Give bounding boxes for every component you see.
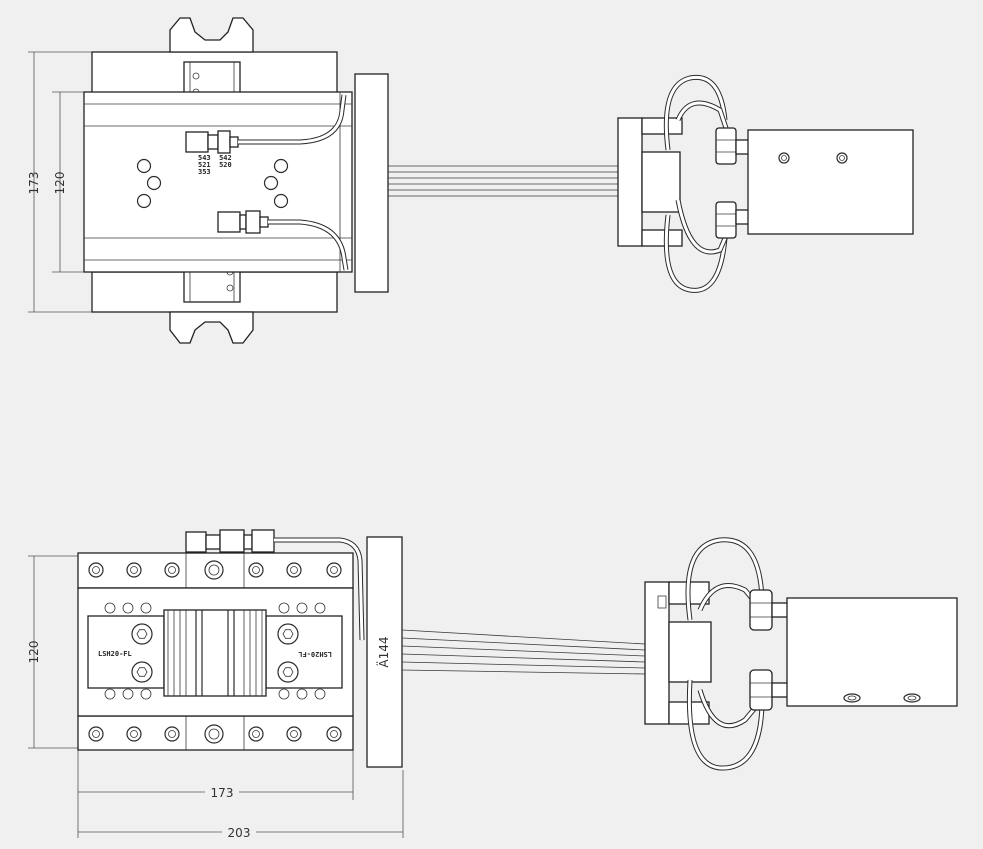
bolt-icon xyxy=(164,726,180,742)
port-label-1: 543 542 xyxy=(198,154,232,162)
dim-side-203: 203 xyxy=(77,770,404,840)
fitting-icon xyxy=(251,529,275,553)
hex-bolt-icon xyxy=(277,623,299,645)
port-label-3: 353 xyxy=(198,168,211,176)
dim-side-173-text: 173 xyxy=(211,786,234,800)
hole-icon xyxy=(273,193,289,209)
bolt-icon xyxy=(88,726,104,742)
bolt-row-bottom xyxy=(88,724,342,744)
bolt-icon xyxy=(204,724,224,744)
hole-icon xyxy=(778,152,790,164)
hole-icon xyxy=(146,175,162,191)
dim-top-173-text: 173 xyxy=(27,172,41,195)
cable-bundle-side xyxy=(401,629,646,675)
hole-icon xyxy=(273,158,289,174)
side-motor-housing xyxy=(786,597,958,707)
bolt-icon xyxy=(126,562,142,578)
dim-top-120-text: 120 xyxy=(53,172,67,195)
top-main-body xyxy=(83,91,353,273)
model-label-right: LSH20-FL xyxy=(298,650,332,658)
bolt-icon xyxy=(126,726,142,742)
dim-side-120-text: 120 xyxy=(27,641,41,664)
side-top-bar xyxy=(77,552,354,589)
cable-bundle-top xyxy=(388,165,618,197)
hex-bolt-icon xyxy=(131,661,153,683)
top-rotary-plate xyxy=(617,117,643,247)
top-flange xyxy=(354,73,389,293)
hex-bolt-icon xyxy=(131,623,153,645)
bolt-icon xyxy=(286,726,302,742)
model-label-left: LSH20-FL xyxy=(98,650,132,658)
fitting-icon xyxy=(185,531,207,553)
bolt-icon xyxy=(88,562,104,578)
bolt-icon xyxy=(248,726,264,742)
dim-top-120: 120 xyxy=(52,91,85,273)
fitting-icon xyxy=(219,529,245,553)
hole-icon xyxy=(836,152,848,164)
fitting-icon xyxy=(749,589,773,631)
hole-icon xyxy=(136,193,152,209)
dim-side-120: 120 xyxy=(27,555,82,749)
hole-icon xyxy=(843,693,861,703)
port-label-2: 521 520 xyxy=(198,161,232,169)
bolt-row-top xyxy=(88,560,342,580)
side-bottom-bar xyxy=(77,715,354,751)
top-view: 173 120 xyxy=(27,17,914,344)
hole-icon xyxy=(136,158,152,174)
dim-side-203-text: 203 xyxy=(228,826,251,840)
side-flange xyxy=(366,536,403,768)
bolt-icon xyxy=(286,562,302,578)
hole-icon xyxy=(263,175,279,191)
hole-icon xyxy=(903,693,921,703)
dim-side-flange-text: Ä144 xyxy=(376,636,391,667)
finger-bottom xyxy=(169,311,254,344)
top-motor-housing xyxy=(747,129,914,235)
bolt-icon xyxy=(164,562,180,578)
bolt-icon xyxy=(248,562,264,578)
fitting-icon xyxy=(715,201,737,239)
hex-bolt-icon xyxy=(277,661,299,683)
fitting-icon xyxy=(749,669,773,711)
finger-top xyxy=(169,17,254,53)
bolt-icon xyxy=(326,726,342,742)
dim-side-173: 173 xyxy=(77,750,354,800)
bolt-icon xyxy=(204,560,224,580)
side-view: 120 173 203 xyxy=(27,529,958,840)
fitting-icon xyxy=(715,127,737,165)
dim-top-173: 173 xyxy=(27,51,95,313)
side-rotary-plate xyxy=(644,581,670,725)
fitting-icon xyxy=(185,131,209,153)
fitting-icon xyxy=(217,211,241,233)
bolt-icon xyxy=(326,562,342,578)
central-spindle xyxy=(163,609,267,697)
